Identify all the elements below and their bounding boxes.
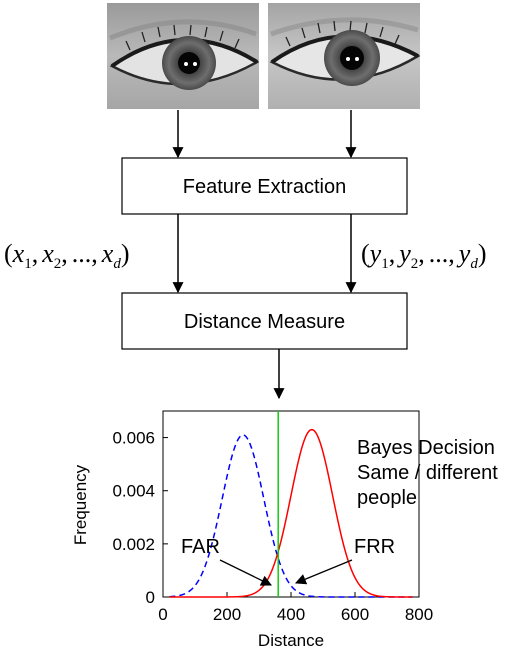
feature-extraction-box: Feature Extraction xyxy=(121,157,408,215)
bayes-decision-label: Bayes Decision xyxy=(357,437,495,459)
frr-label: FRR xyxy=(354,536,395,558)
far-arrow xyxy=(219,559,272,586)
far-label: FAR xyxy=(181,536,220,558)
genuine-distribution-curve xyxy=(169,428,413,598)
x-axis-label: Distance xyxy=(258,631,324,650)
people-label: people xyxy=(357,487,417,509)
x-tick-label: 400 xyxy=(277,605,305,624)
right-eye-image xyxy=(268,3,420,109)
x-tick-label: 600 xyxy=(341,605,369,624)
y-tick-label: 0.006 xyxy=(112,429,155,448)
y-tick-label: 0 xyxy=(146,588,155,607)
feature-extraction-label: Feature Extraction xyxy=(183,176,346,198)
distance-measure-label: Distance Measure xyxy=(184,311,345,333)
x-tick-label: 800 xyxy=(405,605,433,624)
same-different-label: Same / different xyxy=(357,462,498,484)
x-tick-label: 0 xyxy=(158,605,167,624)
y-axis-label: Frequency xyxy=(71,464,90,545)
x-tick-label: 200 xyxy=(213,605,241,624)
left-eye-image xyxy=(107,3,259,109)
impostor-distribution-curve xyxy=(169,434,413,598)
frr-arrow xyxy=(294,559,353,585)
right-feature-vector: (y1,y2,...,yd) xyxy=(361,239,486,272)
left-feature-vector: (x1,x2,...,xd) xyxy=(4,239,129,272)
distance-measure-box: Distance Measure xyxy=(121,292,408,350)
distance-distribution-chart: 0 200 400 600 800 0 0.002 0.004 0.006 Bayes Deci… xyxy=(71,410,498,650)
y-tick-label: 0.004 xyxy=(112,482,155,501)
y-tick-label: 0.002 xyxy=(112,535,155,554)
